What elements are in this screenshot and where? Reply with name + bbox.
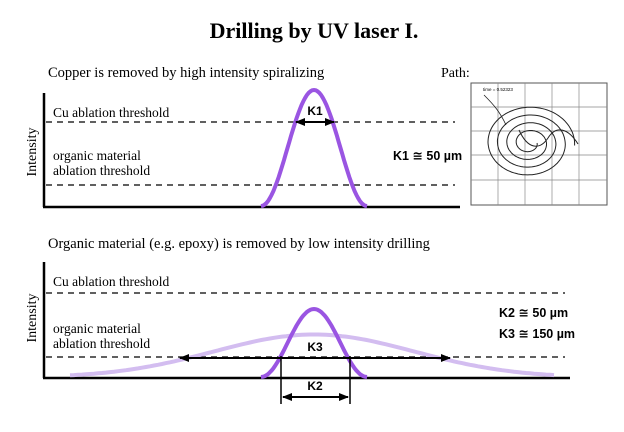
bottom-wide-beam-curve: [69, 332, 555, 378]
spiral-trajectory: [487, 106, 576, 176]
bottom-y-axis-label: Intensity: [25, 294, 40, 343]
slide-title: Drilling by UV laser I.: [210, 18, 419, 43]
k1-marker: K1: [307, 104, 323, 118]
top-cu-threshold-label: Cu ablation threshold: [53, 105, 169, 120]
top-panel: Copper is removed by high intensity spir…: [25, 65, 608, 209]
k3-value: K3 ≅ 150 µm: [499, 327, 575, 341]
bottom-organic-threshold-label-2: ablation threshold: [53, 336, 150, 351]
spiral-path-plot: time = 0.52323: [470, 82, 608, 206]
bottom-panel: Organic material (e.g. epoxy) is removed…: [25, 236, 575, 404]
top-organic-threshold-label-1: organic material: [53, 148, 141, 163]
top-organic-threshold-label-2: ablation threshold: [53, 163, 150, 178]
path-plot-caption: time = 0.52323: [483, 87, 513, 92]
k1-value: K1 ≅ 50 µm: [393, 149, 462, 163]
k2-value: K2 ≅ 50 µm: [499, 306, 568, 320]
bottom-cu-threshold-label: Cu ablation threshold: [53, 274, 169, 289]
path-label: Path:: [441, 66, 470, 81]
path-plot-frame: [470, 82, 608, 206]
k3-marker: K3: [307, 340, 323, 354]
top-narrow-beam-curve: [260, 87, 368, 208]
top-y-axis-label: Intensity: [25, 128, 40, 177]
k2-marker: K2: [307, 379, 323, 393]
bottom-organic-threshold-label-1: organic material: [53, 321, 141, 336]
spiral-entry-path: [518, 129, 579, 147]
bottom-heading: Organic material (e.g. epoxy) is removed…: [48, 236, 430, 252]
top-heading: Copper is removed by high intensity spir…: [48, 65, 324, 81]
path-plot-pointer: [483, 94, 507, 126]
